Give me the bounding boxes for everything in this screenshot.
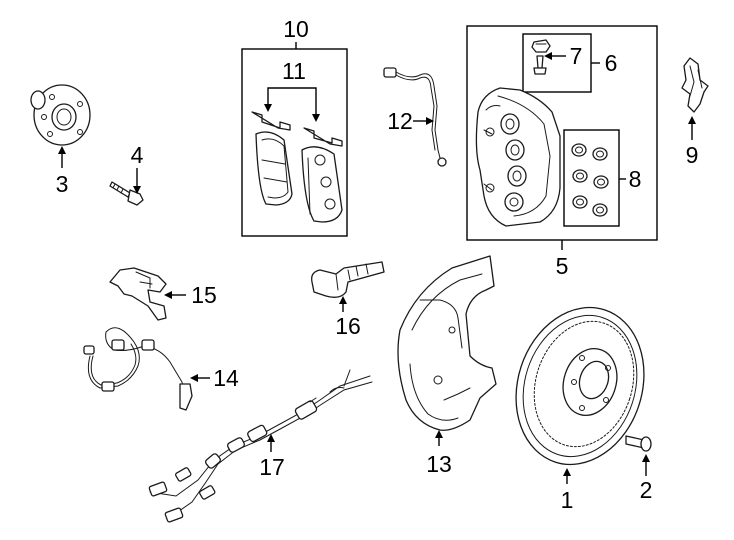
callout-8: 8 — [629, 166, 642, 192]
callout-14: 14 — [213, 365, 239, 391]
callout-13: 13 — [426, 451, 452, 477]
callout-2: 2 — [640, 477, 653, 503]
rotor-screw — [625, 435, 652, 452]
brake-rotor — [515, 306, 645, 466]
callout-15: 15 — [191, 282, 217, 308]
caliper-piston-seals — [571, 143, 609, 217]
callout-9: 9 — [686, 142, 699, 168]
brake-pad-left — [251, 111, 293, 206]
callout-1: 1 — [561, 487, 574, 513]
wear-sensor-harness — [148, 369, 373, 523]
brake-caliper — [475, 87, 561, 227]
pad-kit-box — [241, 48, 348, 237]
brake-pad-right — [301, 127, 343, 223]
callout-10: 10 — [283, 16, 309, 42]
brake-dust-shield — [397, 255, 497, 431]
abs-sensor-cable — [83, 327, 193, 411]
sensor-bracket — [109, 267, 167, 321]
callout-11: 11 — [282, 58, 306, 84]
wheel-hub — [30, 84, 91, 146]
caliper-seal-subbox — [563, 129, 620, 227]
speed-sensor — [311, 261, 385, 298]
hub-bolt — [109, 181, 144, 206]
wear-sensor-wire — [383, 67, 447, 167]
caliper-clip — [681, 57, 709, 113]
callout-7: 7 — [570, 43, 583, 69]
pad-callout-lines — [264, 87, 320, 122]
callout-5: 5 — [556, 253, 569, 279]
callout-16: 16 — [335, 313, 361, 339]
callout-3: 3 — [56, 171, 69, 197]
caliper-bolt-and-cap — [531, 39, 551, 75]
callout-6: 6 — [605, 50, 618, 76]
callout-12: 12 — [387, 108, 413, 134]
callout-4: 4 — [131, 142, 144, 168]
callout-17: 17 — [259, 454, 285, 480]
